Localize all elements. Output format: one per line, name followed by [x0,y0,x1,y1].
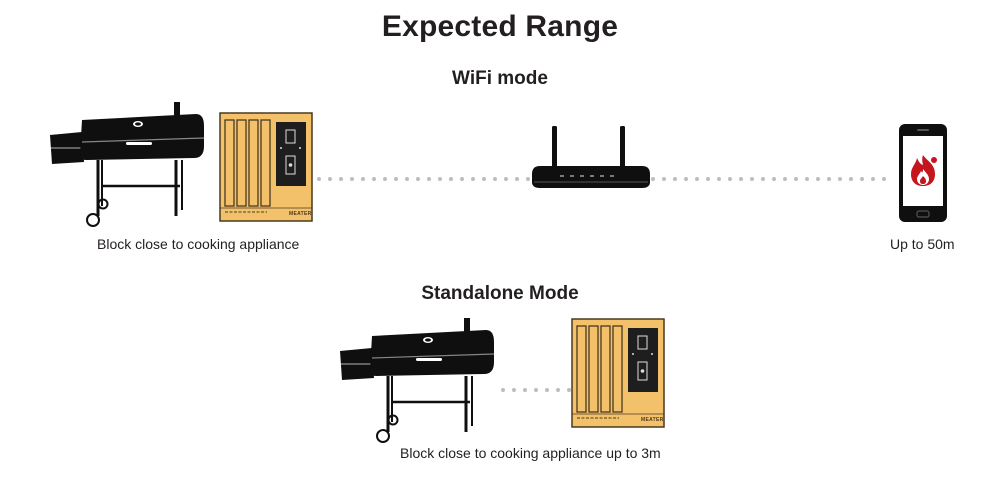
block-brand-label: MEATER [289,211,312,217]
meater-block-icon [219,112,313,222]
wifi-range-caption: Up to 50m [890,236,955,252]
block-brand-label: MEATER [641,417,664,423]
standalone-mode-heading: Standalone Mode [421,283,579,304]
page-title: Expected Range [381,10,619,43]
wifi-block-caption: Block close to cooking appliance [97,236,300,252]
smoker-grill-icon [339,318,495,443]
wifi-link-dots-right [651,177,896,181]
meater-block-icon [571,318,665,428]
wifi-router-icon [532,126,650,188]
meater-app-flame-icon [911,155,937,186]
smoker-grill-icon [49,102,205,227]
wifi-link-dots-left [317,177,532,181]
standalone-block-caption: Block close to cooking appliance up to 3… [400,445,661,461]
wifi-mode-heading: WiFi mode [452,68,548,89]
standalone-link-dots [501,388,572,392]
